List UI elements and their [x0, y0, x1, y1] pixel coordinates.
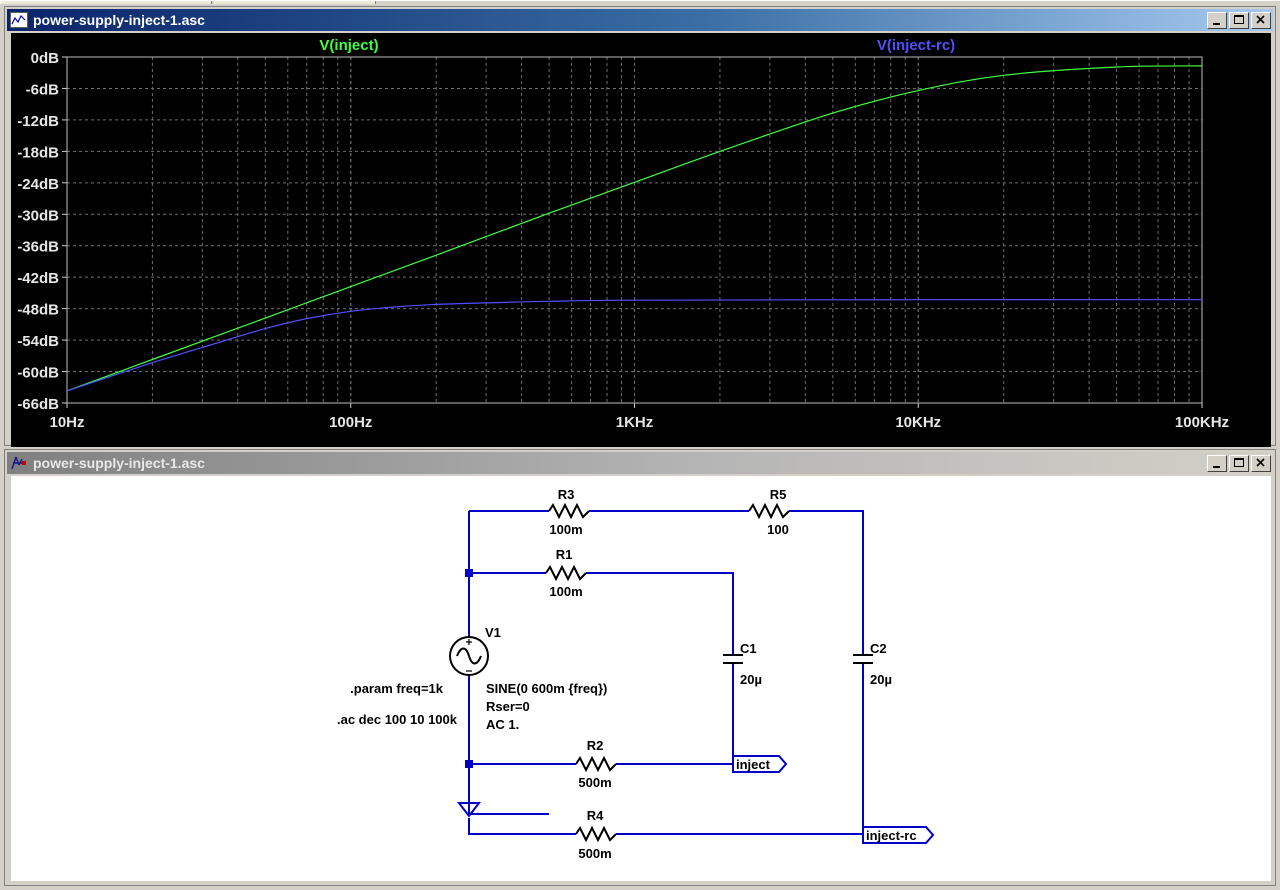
capacitor-symbols[interactable]: [723, 654, 873, 664]
net-label-inject-rc[interactable]: inject-rc: [862, 826, 935, 844]
mdi-tab[interactable]: [0, 1, 212, 4]
waveform-plot[interactable]: 0dB -6dB -12dB -18dB -24dB -30dB -36dB -42dB -48…: [11, 33, 1271, 447]
resistor-r1[interactable]: [545, 564, 587, 582]
plot-traces[interactable]: [66, 65, 1203, 392]
schematic-window: power-supply-inject-1.asc: [4, 449, 1276, 886]
r1-name: R1: [556, 547, 573, 562]
net-label-text: inject-rc: [866, 828, 917, 843]
r2-value: 500m: [578, 775, 611, 790]
minimize-button[interactable]: [1207, 455, 1227, 472]
y-axis: 0dB -6dB -12dB -18dB -24dB -30dB -36dB -42dB -48…: [17, 50, 67, 413]
x-tick-label: 100KHz: [1175, 414, 1229, 431]
schematic-drawing[interactable]: R3 100m R5 100 R1 100m C1 20µ C2 20µ R2 …: [11, 476, 1271, 881]
net-label-inject[interactable]: inject: [732, 755, 788, 773]
x-tick-label: 100Hz: [329, 414, 372, 431]
y-tick-label: -60dB: [17, 365, 59, 382]
capacitor-c1[interactable]: [723, 654, 743, 664]
resistor-r3[interactable]: [548, 502, 590, 520]
y-tick-label: -54dB: [17, 333, 59, 350]
resistor-r4[interactable]: [575, 825, 617, 843]
close-icon: [1256, 458, 1265, 467]
mdi-tab[interactable]: [214, 1, 376, 4]
x-tick-label: 10KHz: [895, 414, 941, 431]
y-tick-label: -66dB: [17, 396, 59, 413]
r5-value: 100: [767, 522, 789, 537]
r2-name: R2: [587, 738, 604, 753]
y-tick-label: -48dB: [17, 302, 59, 319]
v1-value-line: Rser=0: [486, 699, 530, 714]
voltage-source-v1[interactable]: [449, 636, 489, 676]
y-tick-label: -30dB: [17, 207, 59, 224]
x-tick-label: 1KHz: [616, 414, 654, 431]
r4-name: R4: [587, 808, 604, 823]
param-directive[interactable]: .param freq=1k: [350, 681, 444, 696]
v1-name: V1: [485, 625, 501, 640]
close-icon: [1256, 15, 1265, 24]
v1-value-line: AC 1.: [486, 717, 519, 732]
close-button[interactable]: [1251, 455, 1271, 472]
y-tick-label: -42dB: [17, 270, 59, 287]
y-tick-label: -18dB: [17, 144, 59, 161]
x-axis: 10Hz 100Hz 1KHz 10KHz 100KHz: [49, 403, 1229, 431]
c1-value: 20µ: [740, 672, 762, 687]
resistor-r5[interactable]: [748, 502, 790, 520]
ac-directive[interactable]: .ac dec 100 10 100k: [337, 712, 458, 727]
waveform-titlebar[interactable]: power-supply-inject-1.asc: [7, 9, 1273, 31]
x-tick-label: 10Hz: [49, 414, 84, 431]
net-label-text: inject: [736, 757, 771, 772]
close-button[interactable]: [1251, 12, 1271, 29]
mdi-tab-strip: [0, 0, 1280, 7]
y-tick-label: 0dB: [31, 50, 60, 67]
maximize-button[interactable]: [1229, 455, 1249, 472]
minimize-icon: [1213, 466, 1220, 468]
minimize-button[interactable]: [1207, 12, 1227, 29]
schematic-titlebar[interactable]: power-supply-inject-1.asc: [7, 452, 1273, 474]
minimize-icon: [1213, 23, 1220, 25]
c2-value: 20µ: [870, 672, 892, 687]
wires[interactable]: [468, 510, 864, 835]
r3-value: 100m: [549, 522, 582, 537]
trace-v-inject-rc[interactable]: [66, 299, 1203, 392]
c1-name: C1: [740, 641, 757, 656]
capacitor-c2[interactable]: [853, 654, 873, 664]
schematic-app-icon: [11, 456, 26, 470]
legend-label[interactable]: V(inject-rc): [877, 37, 955, 54]
window-title: power-supply-inject-1.asc: [33, 455, 205, 471]
r1-value: 100m: [549, 584, 582, 599]
junction-dot: [465, 760, 473, 768]
maximize-icon: [1234, 15, 1244, 24]
plot-grid: [67, 57, 1202, 403]
wire-r5-c2[interactable]: [789, 510, 864, 654]
y-tick-label: -12dB: [17, 113, 59, 130]
y-tick-label: -6dB: [26, 81, 60, 98]
legend-label[interactable]: V(inject): [319, 37, 378, 54]
r5-name: R5: [770, 487, 787, 502]
r4-value: 500m: [578, 846, 611, 861]
wire-left-rail[interactable]: [468, 511, 549, 815]
maximize-button[interactable]: [1229, 12, 1249, 29]
plot-legend[interactable]: V(inject) V(inject-rc): [319, 37, 955, 54]
maximize-icon: [1234, 458, 1244, 467]
y-tick-label: -36dB: [17, 239, 59, 256]
junction-dot: [465, 569, 473, 577]
schematic-canvas[interactable]: R3 100m R5 100 R1 100m C1 20µ C2 20µ R2 …: [11, 476, 1271, 881]
v1-value-line: SINE(0 600m {freq}): [486, 681, 607, 696]
y-tick-label: -24dB: [17, 176, 59, 193]
c2-name: C2: [870, 641, 887, 656]
waveform-window: power-supply-inject-1.asc 0dB -6dB -12dB -1…: [4, 6, 1276, 447]
ground-symbol[interactable]: [456, 802, 482, 818]
trace-v-inject[interactable]: [66, 65, 1203, 392]
wire-r1-c1[interactable]: [586, 572, 734, 654]
waveform-plot-pane[interactable]: 0dB -6dB -12dB -18dB -24dB -30dB -36dB -42dB -48…: [11, 33, 1271, 447]
resistor-r2[interactable]: [575, 755, 617, 773]
r3-name: R3: [558, 487, 575, 502]
window-title: power-supply-inject-1.asc: [33, 12, 205, 28]
waveform-app-icon: [10, 12, 28, 28]
wire-r4-left[interactable]: [468, 818, 549, 835]
resistor-symbols[interactable]: [545, 502, 790, 843]
